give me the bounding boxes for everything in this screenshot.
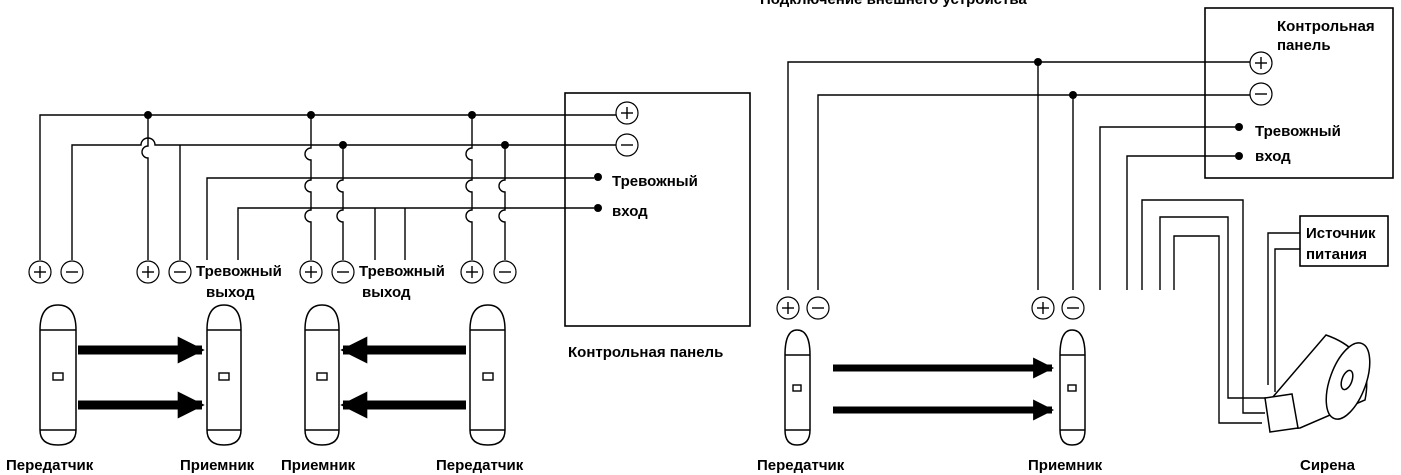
right-device-terminals <box>776 296 1085 320</box>
left-transmitter-1 <box>39 304 77 446</box>
right-wires <box>787 61 1300 424</box>
power-source-label-2: питания <box>1306 246 1367 263</box>
left-diagram: Контрольная панель Тревожный вход <box>6 92 751 474</box>
left-control-panel-label: Контрольная панель <box>568 344 723 361</box>
left-wires <box>39 114 616 260</box>
right-receiver <box>1059 329 1086 446</box>
left-alarm-output-1-line2: выход <box>206 284 255 301</box>
power-source-label-1: Источник <box>1306 225 1376 242</box>
left-alarm-output-1-line1: Тревожный <box>196 263 282 280</box>
left-panel-minus-terminal <box>615 133 639 157</box>
left-alarm-input-label-2: вход <box>612 203 648 220</box>
left-transmitter-1-label: Передатчик <box>6 457 94 474</box>
left-device-terminals <box>28 260 517 284</box>
left-receiver-2-label: Приемник <box>281 457 356 474</box>
right-alarm-input-label-2: вход <box>1255 148 1291 165</box>
left-alarm-output-2-line1: Тревожный <box>359 263 445 280</box>
left-alarm-input-label-1: Тревожный <box>612 173 698 190</box>
right-receiver-label: Приемник <box>1028 457 1103 474</box>
right-control-panel-label-2: панель <box>1277 37 1331 54</box>
left-transmitter-2-label: Передатчик <box>436 457 524 474</box>
right-control-panel-label-1: Контрольная <box>1277 18 1375 35</box>
left-junctions <box>144 111 509 149</box>
left-beam-arrows <box>78 336 466 419</box>
left-transmitter-2 <box>469 304 506 446</box>
right-transmitter <box>784 329 811 446</box>
right-diagram-title: Подключение внешнего устройства <box>760 0 1027 8</box>
right-panel-plus-terminal <box>1249 51 1273 75</box>
left-receiver-2 <box>304 304 340 446</box>
right-alarm-input-dot-1 <box>1235 123 1243 131</box>
power-source-box <box>1299 215 1389 267</box>
right-transmitter-label: Передатчик <box>757 457 845 474</box>
right-diagram: Подключение внешнего устройства Контроль… <box>757 0 1394 474</box>
left-alarm-output-2-line2: выход <box>362 284 411 301</box>
siren-icon <box>1264 334 1371 433</box>
left-receiver-1-label: Приемник <box>180 457 255 474</box>
right-beam-arrows <box>833 357 1055 421</box>
left-receiver-1 <box>206 304 242 446</box>
right-alarm-input-dot-2 <box>1235 152 1243 160</box>
right-junctions <box>1034 58 1077 99</box>
right-alarm-input-label-1: Тревожный <box>1255 123 1341 140</box>
right-control-panel-box <box>1204 7 1394 179</box>
siren-label: Сирена <box>1300 457 1356 474</box>
left-panel-plus-terminal <box>615 101 639 125</box>
left-alarm-input-dot-2 <box>594 204 602 212</box>
left-control-panel-box <box>564 92 751 327</box>
right-panel-minus-terminal <box>1249 82 1273 106</box>
left-alarm-input-dot-1 <box>594 173 602 181</box>
